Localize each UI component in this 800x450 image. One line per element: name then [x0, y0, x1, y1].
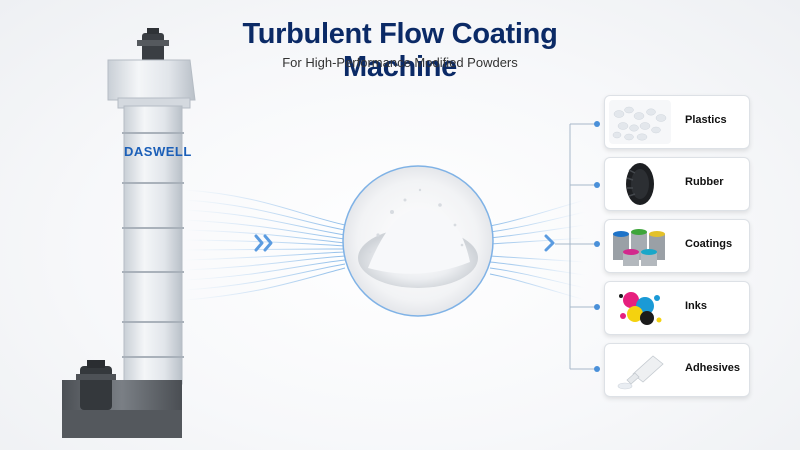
application-label: Rubber [685, 176, 724, 188]
paint-cans-icon [609, 224, 671, 268]
application-label: Plastics [685, 114, 727, 126]
coating-machine [62, 28, 196, 438]
page-title: Turbulent Flow Coating Machine [242, 18, 558, 83]
plastic-pellets-icon [609, 100, 671, 144]
page-subtitle: For High-Performance Modified Powders [282, 55, 518, 70]
connector-dot [594, 304, 600, 310]
flow-arrow-right-icon [544, 234, 555, 252]
flow-arrow-left-icon [254, 234, 273, 252]
top-motor [142, 33, 164, 63]
ink-splash-icon [609, 286, 671, 330]
application-card-plastics: Plastics [604, 95, 750, 149]
tire-icon [609, 162, 671, 206]
application-label: Inks [685, 300, 708, 312]
application-card-adhesives: Adhesives [604, 343, 750, 397]
brand-logo: DASWELL [124, 144, 192, 159]
connector-dot [594, 182, 600, 188]
glue-bottle-icon [609, 348, 671, 392]
powder-illustration [342, 165, 494, 317]
bottom-motor [80, 366, 112, 410]
application-card-inks: Inks [604, 281, 750, 335]
inflow-streaks [184, 189, 346, 301]
application-card-rubber: Rubber [604, 157, 750, 211]
application-label: Coatings [685, 238, 733, 250]
application-label: Adhesives [685, 362, 741, 374]
connector-dot [594, 241, 600, 247]
connector-dot [594, 121, 600, 127]
connector-dot [594, 366, 600, 372]
application-connectors [555, 123, 597, 370]
application-card-coatings: Coatings [604, 219, 750, 273]
outflow-streaks [489, 199, 586, 301]
